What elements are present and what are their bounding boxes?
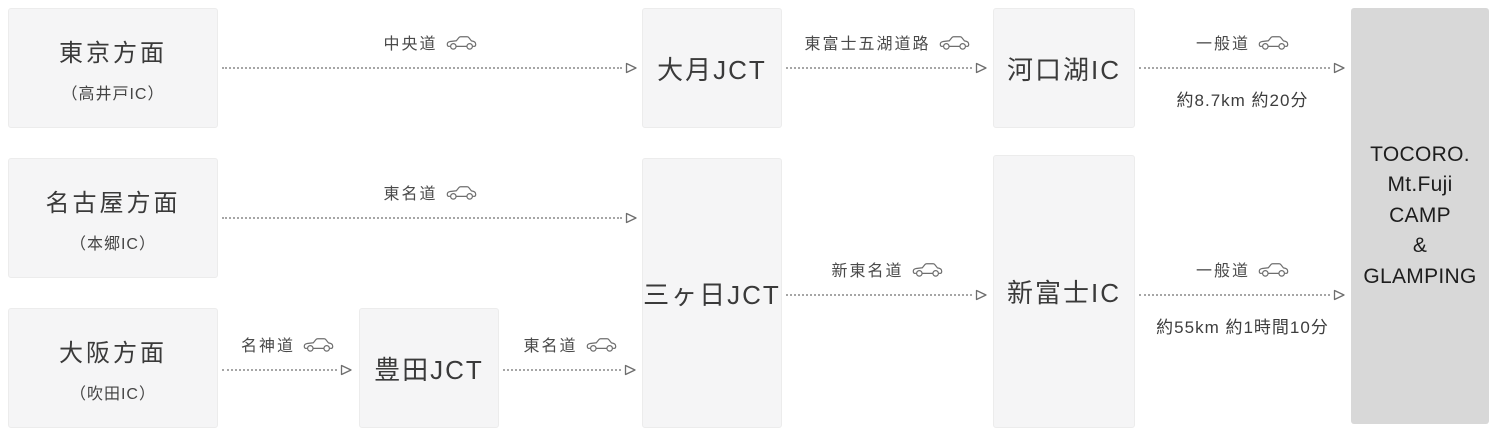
node-shinfuji-ic: 新富士IC xyxy=(993,155,1135,428)
road-name: 東名道 xyxy=(523,338,578,355)
dotted-line xyxy=(1139,294,1330,296)
road-name: 新東名道 xyxy=(831,263,904,280)
node-toyota-jct: 豊田JCT xyxy=(359,308,499,428)
dotted-line xyxy=(1139,67,1330,69)
node-nagoya-area: 名古屋方面 （本郷IC） xyxy=(8,158,218,278)
road-name: 一般道 xyxy=(1195,36,1250,53)
route-line xyxy=(1139,288,1346,302)
dotted-line xyxy=(222,369,337,371)
car-icon xyxy=(303,337,334,352)
node-subtitle: （本郷IC） xyxy=(69,235,156,253)
route-distance-note: 約55km 約1時間10分 xyxy=(1156,318,1329,337)
route-line xyxy=(222,61,638,75)
road-name: 東名道 xyxy=(383,186,438,203)
node-destination: TOCORO. Mt.Fuji CAMP & GLAMPING xyxy=(1351,8,1489,424)
car-icon xyxy=(586,337,616,352)
node-otsuki-jct: 大月JCT xyxy=(642,8,782,128)
node-title: 新富士IC xyxy=(1006,278,1121,308)
car-icon xyxy=(939,35,969,50)
route-label: 新東名道 xyxy=(831,258,942,280)
route-label: 中央道 xyxy=(383,31,476,53)
destination-line: CAMP xyxy=(1389,203,1451,227)
arrowhead-icon xyxy=(625,212,637,224)
node-subtitle: （吹田IC） xyxy=(69,385,156,403)
route-line xyxy=(786,61,988,75)
arrowhead-icon xyxy=(975,62,987,74)
node-title: 三ヶ日JCT xyxy=(643,279,781,310)
route-line xyxy=(222,363,353,377)
node-title: 東京方面 xyxy=(59,39,167,67)
arrowhead-icon xyxy=(1333,62,1345,74)
arrowhead-icon xyxy=(1333,289,1345,301)
arrowhead-icon xyxy=(975,289,987,301)
car-icon xyxy=(1258,262,1289,277)
destination-line: GLAMPING xyxy=(1363,264,1477,288)
node-mikkabi-jct: 三ヶ日JCT xyxy=(642,158,782,428)
destination-line: & xyxy=(1412,234,1428,258)
road-name: 名神道 xyxy=(240,338,295,355)
node-tokyo-area: 東京方面 （高井戸IC） xyxy=(8,8,218,128)
route-meishin-expressway: 名神道 xyxy=(222,333,353,377)
route-label: 名神道 xyxy=(241,333,334,355)
route-label: 一般道 xyxy=(1196,258,1289,280)
route-label: 東名道 xyxy=(523,333,616,355)
dotted-line xyxy=(222,217,622,219)
road-name: 一般道 xyxy=(1195,263,1250,280)
route-shintomei-expressway: 新東名道 xyxy=(786,258,988,302)
car-icon xyxy=(912,262,942,277)
dotted-line xyxy=(786,294,972,296)
route-line xyxy=(222,211,638,225)
car-icon xyxy=(446,35,476,50)
route-label: 東名道 xyxy=(383,181,476,203)
route-line xyxy=(1139,61,1346,75)
car-icon xyxy=(446,185,476,200)
dotted-line xyxy=(503,369,621,371)
dotted-line xyxy=(786,67,972,69)
node-title: 河口湖IC xyxy=(1006,54,1121,85)
node-subtitle: （高井戸IC） xyxy=(61,85,165,103)
node-kawaguchiko-ic: 河口湖IC xyxy=(993,8,1135,128)
node-title: 大月JCT xyxy=(657,54,767,85)
arrowhead-icon xyxy=(624,364,636,376)
route-local-road-shinfuji: 一般道 約55km 約1時間10分 xyxy=(1139,258,1346,338)
route-tomei-expressway-toyota: 東名道 xyxy=(503,333,637,377)
route-local-road-kawaguchiko: 一般道 約8.7km 約20分 xyxy=(1139,31,1346,111)
node-title: 大阪方面 xyxy=(59,339,167,367)
route-label: 一般道 xyxy=(1196,31,1289,53)
route-tomei-expressway-nagoya: 東名道 xyxy=(222,181,638,225)
road-name: 東富士五湖道路 xyxy=(804,36,931,53)
route-distance-note: 約8.7km 約20分 xyxy=(1176,91,1309,110)
car-icon xyxy=(1258,35,1289,50)
destination-line: TOCORO. xyxy=(1370,142,1470,166)
node-title: 豊田JCT xyxy=(374,354,484,385)
road-name: 中央道 xyxy=(383,36,438,53)
node-title: 名古屋方面 xyxy=(45,189,181,217)
route-chuo-expressway: 中央道 xyxy=(222,31,638,75)
destination-line: Mt.Fuji xyxy=(1387,173,1453,197)
node-osaka-area: 大阪方面 （吹田IC） xyxy=(8,308,218,428)
dotted-line xyxy=(222,67,622,69)
arrowhead-icon xyxy=(340,364,352,376)
arrowhead-icon xyxy=(625,62,637,74)
route-line xyxy=(786,288,988,302)
route-higashifujigoko-road: 東富士五湖道路 xyxy=(786,31,988,75)
route-line xyxy=(503,363,637,377)
route-label: 東富士五湖道路 xyxy=(804,31,969,53)
